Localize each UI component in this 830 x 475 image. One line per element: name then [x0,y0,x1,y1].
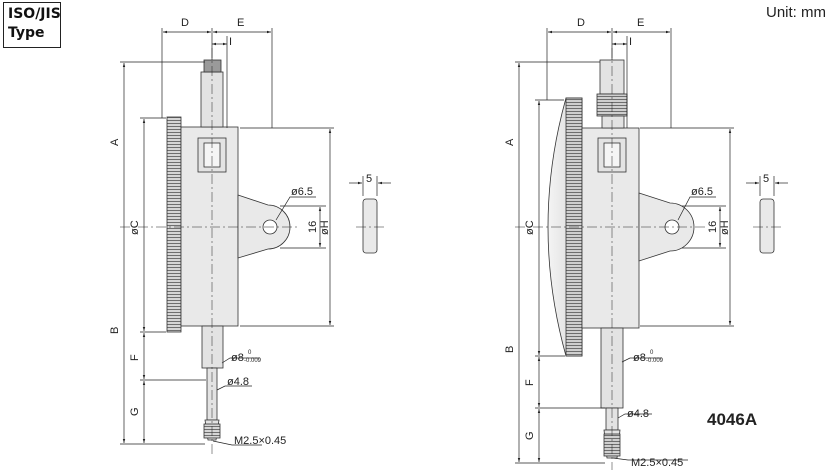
right-hole-label: ø6.5 [691,186,713,198]
left-dim-b: B [109,327,121,334]
right-gauge-body [547,59,695,459]
type-badge: ISO/JIS Type [3,2,61,48]
right-dim-b: B [504,346,516,353]
left-dim-i: I [229,36,232,48]
left-spindle-label: ø4.8 [227,376,249,388]
type-badge-line1: ISO/JIS [8,6,61,22]
right-side-5: 5 [763,173,769,185]
left-thread-label: M2.5×0.45 [234,435,286,447]
right-dim-i: I [629,36,632,48]
left-dim-16: 16 [307,221,319,233]
left-dim-g: G [129,407,141,416]
right-dim-f: F [524,379,536,386]
right-dim-e: E [637,17,644,29]
type-badge-line2: Type [8,25,45,41]
left-hole-label: ø6.5 [291,186,313,198]
model-label: 4046A [707,410,758,429]
right-spindle-label: ø4.8 [627,408,649,420]
left-side-5: 5 [366,173,372,185]
right-stem-tol-bottom: -0.009 [646,358,664,364]
right-dim-g: G [524,431,536,440]
left-dim-d: D [181,17,189,29]
right-dim-16: 16 [707,221,719,233]
left-gauge-view: D E I A øC B F G 16 øH ø6.5 ø8 0 -0.009 … [109,17,391,455]
unit-label: Unit: mm [766,4,826,21]
left-stem-label: ø8 [231,352,244,364]
left-gauge-body [166,59,291,441]
left-lug-side-view [356,198,384,254]
right-dim-d: D [577,17,585,29]
right-dim-h: øH [719,220,731,235]
right-thread-label: M2.5×0.45 [631,457,683,469]
left-dim-e: E [237,17,244,29]
right-lug-side-view [753,198,781,254]
left-stem-tol-top: 0 [248,350,252,356]
left-dim-h: øH [319,220,331,235]
right-stem-tol-top: 0 [650,350,654,356]
right-dim-a: A [504,138,516,146]
left-dim-c: øC [129,220,141,235]
left-dim-f: F [129,354,141,361]
right-dimensions: D E I A øC B F G 16 øH ø6.5 ø8 0 -0.009 … [504,17,788,469]
left-dim-a: A [109,138,121,146]
left-dimensions: D E I A øC B F G 16 øH ø6.5 ø8 0 -0.009 … [109,17,391,447]
right-dim-c: øC [524,220,536,235]
right-stem-label: ø8 [633,352,646,364]
right-gauge-view: D E I A øC B F G 16 øH ø6.5 ø8 0 -0.009 … [504,17,788,470]
left-stem-tol-bottom: -0.009 [244,358,262,364]
